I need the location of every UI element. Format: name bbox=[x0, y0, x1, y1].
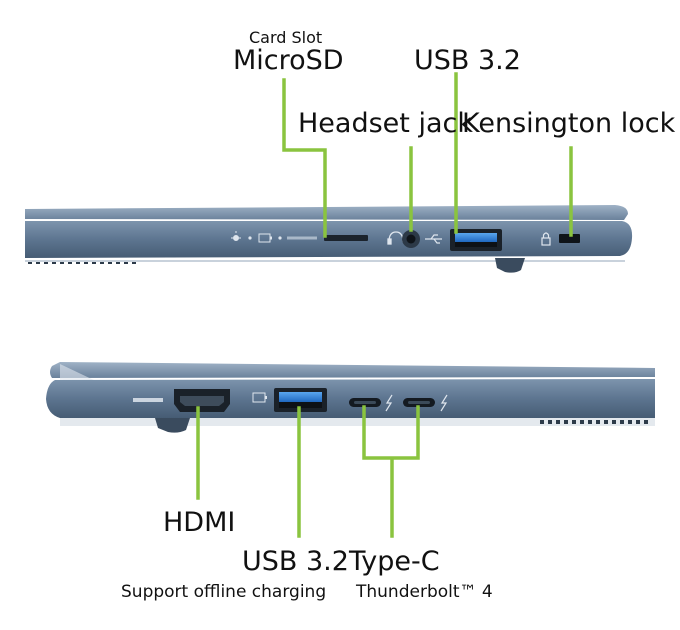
card-slot-label-print bbox=[287, 236, 317, 240]
light-icon bbox=[231, 231, 241, 241]
usb-top-label: USB 3.2 bbox=[414, 45, 521, 76]
lock-icon bbox=[541, 232, 551, 246]
usb-icon bbox=[425, 234, 442, 244]
leader-type-c bbox=[362, 405, 420, 538]
microsd-slot bbox=[324, 235, 368, 241]
hdmi-icon bbox=[133, 398, 163, 402]
laptop-left-side bbox=[46, 362, 655, 433]
usb-bottom-label: USB 3.2 bbox=[242, 546, 349, 577]
thunderbolt-icon bbox=[385, 394, 393, 412]
laptop-right-side bbox=[25, 205, 633, 273]
lid-bottom bbox=[50, 362, 655, 378]
type-c-label: Type-C bbox=[349, 546, 440, 577]
headset-label: Headset jack bbox=[298, 108, 473, 139]
thunderbolt-sub-label: Thunderbolt™ 4 bbox=[356, 582, 493, 602]
battery-icon bbox=[258, 233, 272, 243]
kensington-label: Kensington lock bbox=[462, 108, 676, 139]
foot-bottom bbox=[155, 418, 190, 433]
battery-icon bbox=[252, 392, 267, 403]
kensington-slot bbox=[559, 234, 580, 243]
usb-sub-label: Support offline charging bbox=[121, 582, 327, 602]
leader-lines bbox=[196, 72, 573, 538]
hdmi-label: HDMI bbox=[163, 507, 236, 538]
foot-top bbox=[495, 258, 525, 273]
thunderbolt-icon bbox=[440, 394, 448, 412]
microsd-label: MicroSD bbox=[233, 45, 344, 76]
vent bbox=[540, 420, 648, 424]
card-slot-caption: Card Slot bbox=[249, 28, 323, 47]
leader-microsd bbox=[282, 78, 327, 238]
